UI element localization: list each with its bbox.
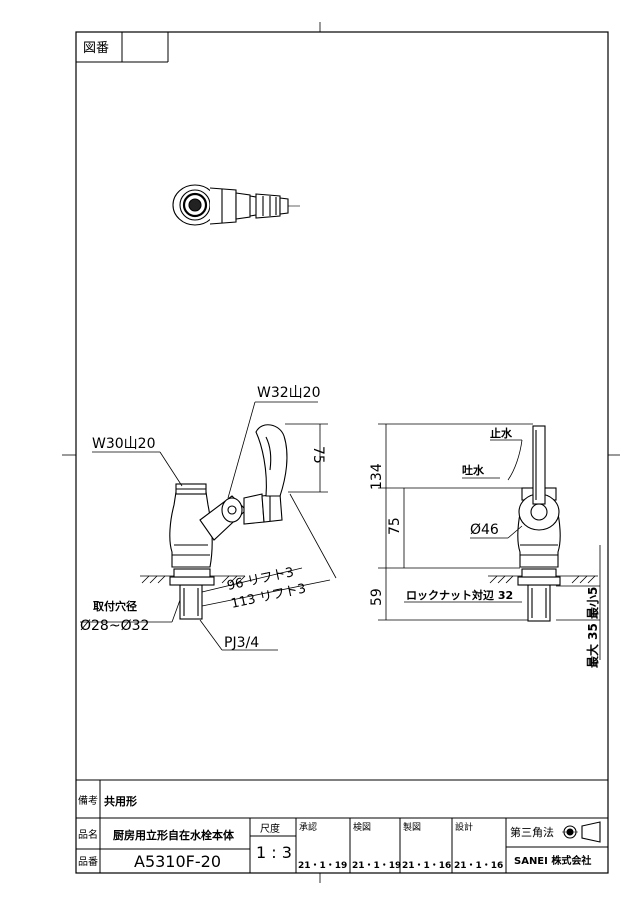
side-view-dimensions <box>80 401 337 651</box>
dim-134: 134 <box>369 463 385 490</box>
product-name-label: 品名 <box>78 828 98 841</box>
side-view <box>140 424 288 620</box>
design-label: 設計 <box>455 821 473 833</box>
check-date: 21・1・19 <box>352 861 401 871</box>
remarks-value: 共用形 <box>104 794 137 808</box>
front-view <box>488 425 598 622</box>
title-block-text: 備考 共用形 品名 厨房用立形自在水栓本体 品番 A5310F-20 尺度 1 … <box>78 794 591 871</box>
drawing-number-box: 図番 <box>76 32 169 63</box>
third-angle-projection-icon <box>562 821 601 843</box>
remarks-label: 備考 <box>78 794 98 807</box>
projection-label: 第三角法 <box>510 825 554 839</box>
locknut-label: ロックナット対辺 32 <box>406 588 513 602</box>
outer-frame <box>75 31 609 874</box>
scale-label: 尺度 <box>260 822 280 835</box>
check-label: 検図 <box>353 821 371 833</box>
dia-46-label: Ø46 <box>470 522 499 538</box>
company-name: SANEI 株式会社 <box>514 854 591 867</box>
front-view-dimensions <box>378 423 601 660</box>
mount-hole-label: 取付穴径 <box>93 599 137 613</box>
range-label: 最大 35 最小5 <box>585 587 600 668</box>
w30-label: W30山20 <box>92 436 155 452</box>
center-marks <box>62 22 620 883</box>
scale-value: 1 : 3 <box>256 843 292 862</box>
dim-75-front: 75 <box>387 517 403 535</box>
mount-hole-value: Ø28~Ø32 <box>80 618 149 634</box>
product-number-value: A5310F-20 <box>134 852 221 871</box>
product-number-label: 品番 <box>78 856 98 868</box>
pj-label: PJ3/4 <box>224 635 259 651</box>
drawing-number-label: 図番 <box>83 41 109 56</box>
dimension-labels: W32山20 W30山20 75 96 リフト3 113 リフト3 取付穴径 Ø… <box>80 385 600 668</box>
draw-date: 21・1・16 <box>402 861 451 871</box>
draw-label: 製図 <box>403 821 421 833</box>
stop-label: 止水 <box>490 426 513 440</box>
w32-label: W32山20 <box>257 385 320 401</box>
counter-hatch-left <box>140 575 246 584</box>
approve-label: 承認 <box>299 821 317 833</box>
spout-label: 吐水 <box>462 463 485 477</box>
top-view <box>172 184 300 226</box>
dim-59: 59 <box>369 588 385 606</box>
product-name-value: 厨房用立形自在水栓本体 <box>113 828 235 842</box>
dim-75-top: 75 <box>310 446 326 464</box>
approve-date: 21・1・19 <box>298 861 347 871</box>
title-block <box>76 779 608 873</box>
design-date: 21・1・16 <box>454 861 503 871</box>
